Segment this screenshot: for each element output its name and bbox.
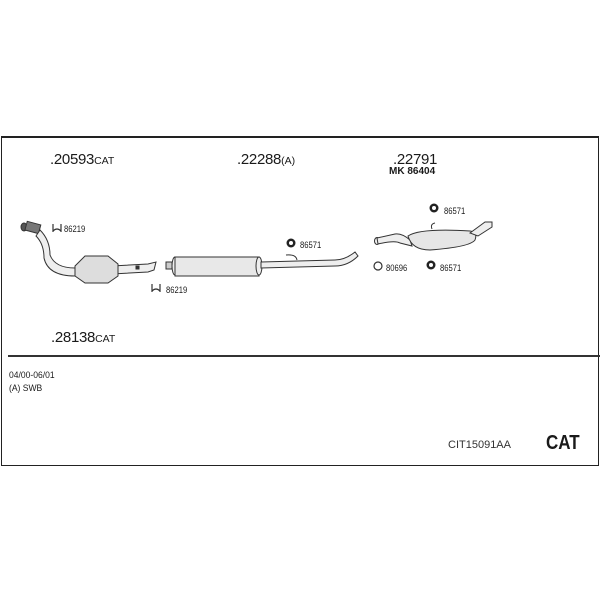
callout-86219-top[interactable]: 86219 xyxy=(64,224,86,234)
part-22791[interactable]: .22791 xyxy=(393,151,438,168)
clamp-icon xyxy=(151,284,161,292)
middle-silencer xyxy=(165,251,359,277)
diagram-frame xyxy=(1,136,599,466)
callout-86219-bottom[interactable]: 86219 xyxy=(166,285,188,295)
part-20593[interactable]: .20593CAT xyxy=(50,152,114,168)
kit-number: MK 86404 xyxy=(389,166,436,177)
callout-86571-mid[interactable]: 86571 xyxy=(300,240,322,250)
part-number: .22288 xyxy=(237,151,282,168)
variant-note: (A) SWB xyxy=(9,383,43,394)
hanger-icon xyxy=(426,260,436,270)
part-suffix: CAT xyxy=(94,155,115,167)
callout-86571-rear-top[interactable]: 86571 xyxy=(444,206,466,216)
callout-80696[interactable]: 80696 xyxy=(386,263,408,273)
rear-silencer xyxy=(374,221,493,251)
part-suffix: (A) xyxy=(281,155,296,167)
part-22288[interactable]: .22288(A) xyxy=(237,152,295,168)
years-note: 04/00-06/01 xyxy=(9,370,55,381)
hanger-icon xyxy=(286,238,296,248)
part-number: .28138 xyxy=(51,329,96,346)
part-28138[interactable]: .28138CAT xyxy=(51,330,115,346)
ring-clamp-icon xyxy=(373,261,383,271)
diagram-code: CIT15091AA xyxy=(448,439,511,451)
callout-86571-rear-bottom[interactable]: 86571 xyxy=(440,263,462,273)
hanger-icon xyxy=(429,203,439,213)
part-suffix: CAT xyxy=(95,333,116,345)
catalytic-converter-pipe xyxy=(20,220,157,284)
part-number: .20593 xyxy=(50,151,95,168)
divider xyxy=(8,355,600,357)
cat-badge: CAT xyxy=(546,432,580,454)
clamp-icon xyxy=(52,224,62,232)
